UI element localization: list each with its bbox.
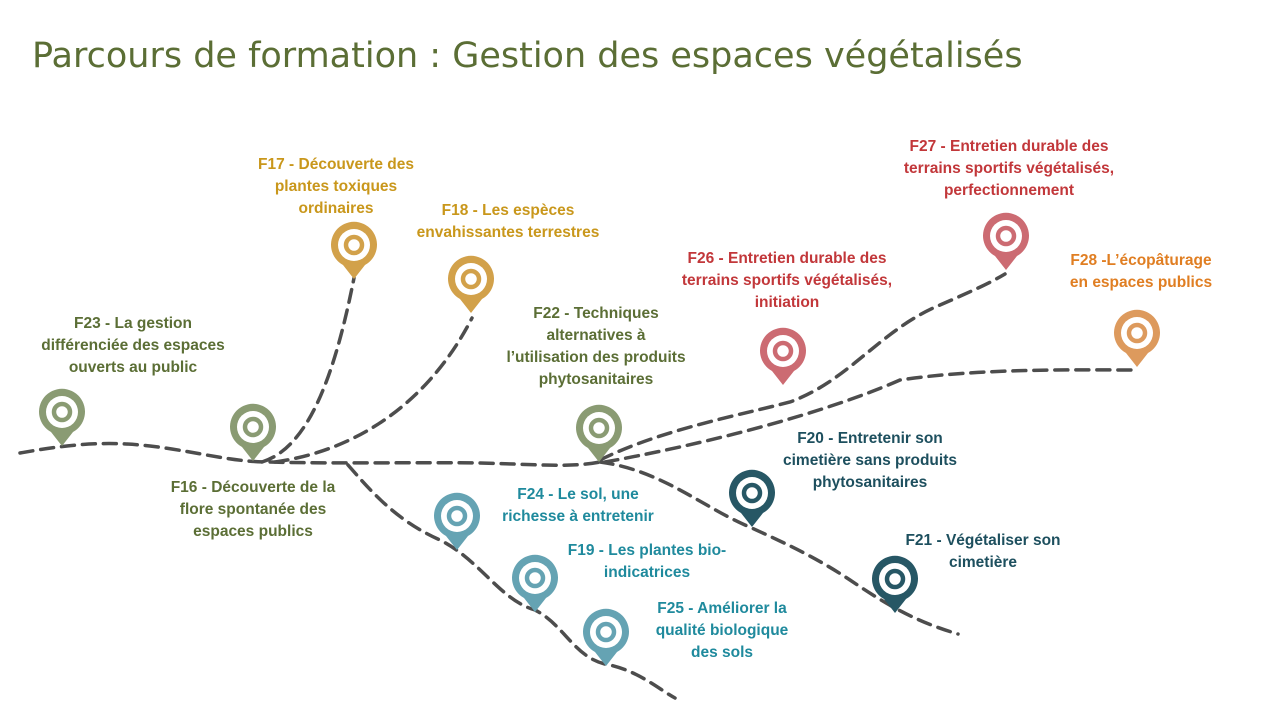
location-pin-icon-f28[interactable] xyxy=(1114,309,1160,367)
location-pin-icon-f16[interactable] xyxy=(230,403,276,461)
page-title: Parcours de formation : Gestion des espa… xyxy=(32,36,1023,76)
location-pin-icon-f24[interactable] xyxy=(433,492,480,550)
branch-soil xyxy=(346,463,677,700)
main-path xyxy=(18,441,602,467)
location-pin-icon-f23[interactable] xyxy=(38,388,85,446)
location-pin-icon-f26[interactable] xyxy=(760,327,806,385)
module-label-f19: F19 - Les plantes bio-indicatrices xyxy=(567,542,727,581)
branch-f17 xyxy=(260,276,356,464)
location-pin-icon-f22[interactable] xyxy=(576,404,622,462)
location-pin-icon-f25[interactable] xyxy=(583,608,630,666)
branch-cemetery xyxy=(598,460,960,636)
location-pin-icon-f19[interactable] xyxy=(512,554,558,612)
location-pin-icon-f27[interactable] xyxy=(983,212,1030,270)
branch-f18 xyxy=(273,316,474,464)
branch-f27 xyxy=(598,272,1007,462)
branch-f28 xyxy=(603,368,1139,464)
location-pin-icon-f20[interactable] xyxy=(729,469,775,527)
location-pin-icon-f21[interactable] xyxy=(872,555,918,613)
location-pin-icon-f18[interactable] xyxy=(448,255,494,313)
location-pin-icon-f17[interactable] xyxy=(331,221,378,279)
